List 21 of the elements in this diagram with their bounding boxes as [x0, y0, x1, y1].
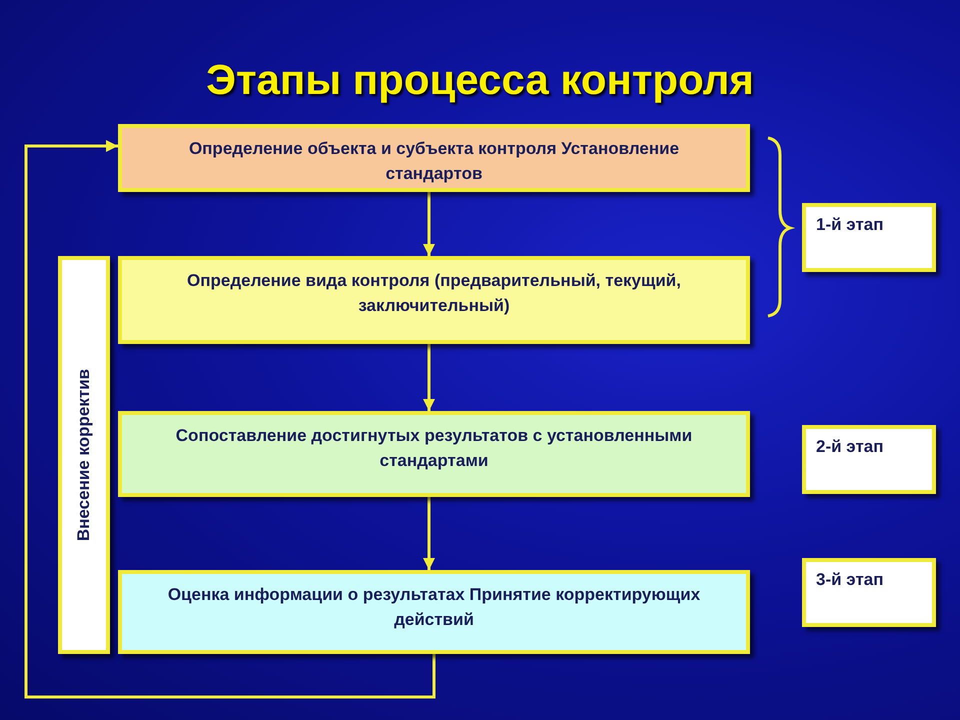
- process-text: Определение вида контроля (предварительный, текущий, заключительный): [187, 271, 681, 315]
- stage-label: 3-й этап: [816, 570, 884, 589]
- vertical-label: Внесение корректив: [74, 368, 94, 542]
- arrow: [24, 140, 436, 698]
- process-box: [118, 570, 750, 654]
- arrow: [423, 344, 435, 411]
- process-box: [118, 256, 750, 344]
- arrow: [423, 192, 435, 256]
- process-text: Определение объекта и субъекта контроля Установление стандартов: [188, 139, 680, 183]
- vertical-label-box: [58, 256, 110, 654]
- process-text: Оценка информации о результатах Принятие корректирующих действий: [168, 585, 700, 629]
- process-box: [118, 124, 750, 192]
- arrow: [423, 497, 435, 570]
- process-box: [118, 411, 750, 497]
- process-text: Сопоставление достигнутых результатов с установленными стандартами: [176, 426, 692, 470]
- stage-box: [802, 558, 936, 627]
- stage-label: 1-й этап: [816, 215, 884, 234]
- stage-box: [802, 425, 936, 494]
- stage-label: 2-й этап: [816, 437, 884, 456]
- stage-box: [802, 203, 936, 272]
- title: Этапы процесса контроля: [205, 56, 755, 104]
